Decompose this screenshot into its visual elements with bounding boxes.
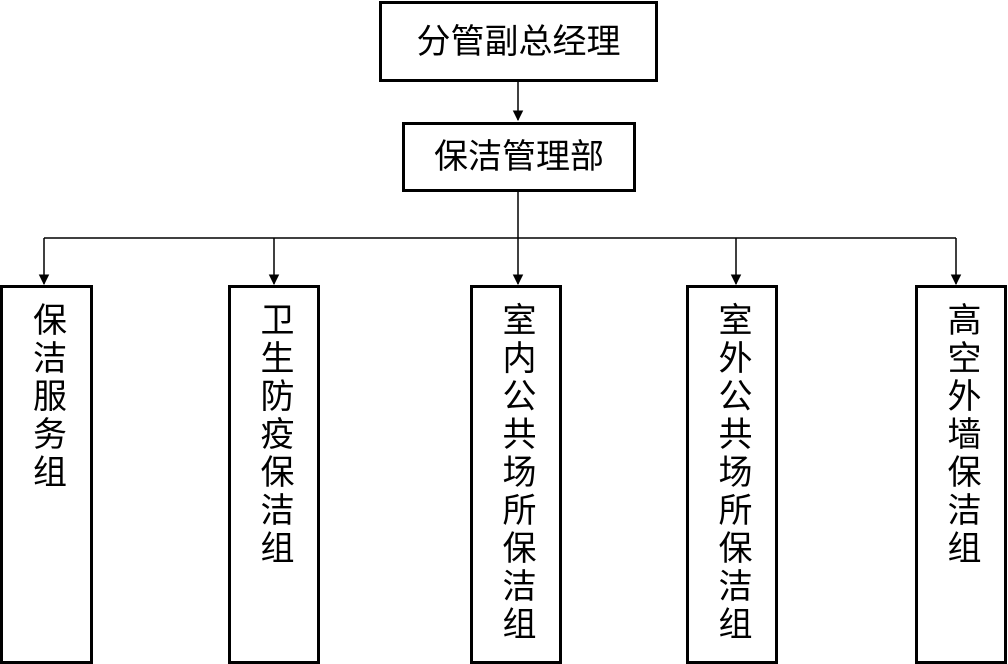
group-node-high-altitude-facade: 高空外墙保洁组 <box>915 285 1007 664</box>
group-node-label: 卫生防疫保洁组 <box>254 302 294 568</box>
department-node-label: 保洁管理部 <box>434 137 604 177</box>
group-node-outdoor-public-areas: 室外公共场所保洁组 <box>686 285 778 664</box>
root-node-label: 分管副总经理 <box>416 21 621 62</box>
group-node-cleaning-service: 保洁服务组 <box>0 285 93 664</box>
group-node-label: 室内公共场所保洁组 <box>496 302 536 644</box>
root-node-deputy-gm: 分管副总经理 <box>379 1 658 82</box>
group-node-label: 保洁服务组 <box>26 302 67 492</box>
group-node-label: 室外公共场所保洁组 <box>712 302 752 644</box>
group-node-label: 高空外墙保洁组 <box>941 302 981 568</box>
department-node-cleaning-management: 保洁管理部 <box>402 122 636 192</box>
group-node-sanitation-epidemic-prevention: 卫生防疫保洁组 <box>228 285 320 664</box>
group-node-indoor-public-areas: 室内公共场所保洁组 <box>470 285 562 664</box>
